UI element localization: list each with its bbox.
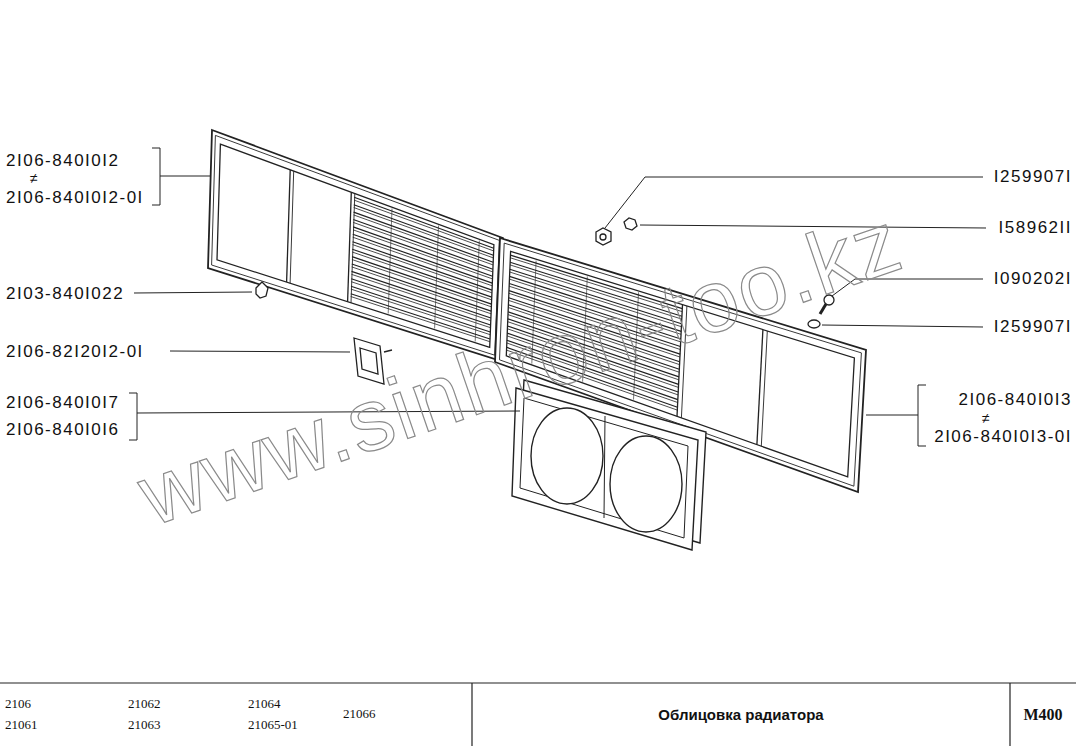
louver-rib: [475, 241, 479, 342]
title-block: [0, 683, 1076, 746]
model-number: 21065-01: [248, 718, 298, 732]
louver-slat: [351, 289, 490, 335]
divider-post: [290, 171, 294, 283]
bracket: [129, 393, 137, 440]
leader-line: [160, 176, 210, 177]
leader-line: [822, 325, 983, 327]
bracket: [152, 148, 160, 205]
model-number: 21061: [5, 718, 38, 732]
interchange-mark: ≠: [30, 171, 38, 186]
part-number: 2I06-840I0I3: [959, 391, 1072, 410]
louver-slat: [351, 286, 490, 332]
watermark: www.sinhron-too.kz: [127, 192, 914, 544]
divider-post: [348, 192, 352, 301]
louver-slat: [352, 260, 491, 307]
part-number: 2I06-82I20I2-0I: [6, 343, 144, 362]
part-number: I259907I: [994, 318, 1072, 337]
leader-line: [134, 292, 252, 293]
emblem-stud: [384, 350, 392, 352]
louver-rib: [388, 209, 392, 314]
leader-line: [605, 177, 983, 228]
table-rule: [0, 682, 1076, 683]
frame-inner: [520, 398, 688, 538]
divider-post: [287, 170, 291, 282]
part-number: 2I06-840I0I2: [6, 152, 119, 171]
table-rule: [471, 683, 472, 746]
model-number: 21063: [128, 718, 161, 732]
nut: [624, 218, 637, 230]
frame-divider: [604, 416, 605, 518]
part-number: 2I06-840I0I6: [6, 421, 119, 440]
louver-rib: [435, 226, 439, 329]
model-number: 21066: [343, 707, 376, 721]
louver-slat: [352, 252, 491, 300]
nut: [596, 228, 611, 245]
interchange-mark: ≠: [982, 411, 990, 426]
part-number: 2I03-840I022: [6, 285, 124, 304]
lamp-opening: [610, 436, 682, 532]
part-number: I259907I: [994, 168, 1072, 187]
frame-opening: [217, 144, 494, 347]
leader-line: [866, 415, 918, 416]
louver-slat: [351, 294, 490, 339]
washer: [808, 320, 820, 328]
divider-post: [761, 331, 767, 446]
louver-slat: [352, 257, 492, 305]
leader-line: [170, 351, 350, 352]
part-number: 2I06-840I0I7: [6, 394, 119, 413]
sheet-title: Облицовка радиатора: [658, 707, 823, 724]
lamp-opening: [531, 408, 603, 504]
louver-slat: [351, 274, 490, 320]
louver-slat: [351, 282, 490, 328]
frame-edge: [212, 135, 500, 355]
louver-slat: [354, 208, 494, 258]
table-rule: [1009, 683, 1010, 746]
bracket: [918, 385, 926, 446]
clip: [256, 282, 268, 298]
grille-frame: [208, 130, 503, 360]
part-number: 2I06-840I0I3-0I: [934, 428, 1072, 447]
part-number: I090202I: [994, 270, 1072, 289]
louver-slat: [352, 271, 491, 318]
part-number: I58962II: [999, 219, 1072, 238]
part-number: 2I06-840I0I2-0I: [6, 189, 144, 208]
louver-slat: [351, 279, 490, 325]
model-number: 2106: [5, 697, 31, 711]
nut-hole: [600, 234, 606, 240]
louver-slat: [352, 267, 491, 314]
louver-slat: [354, 200, 494, 251]
model-number: 21062: [128, 697, 161, 711]
louver-slat: [353, 242, 492, 290]
sheet-number: M400: [1023, 706, 1062, 724]
model-number: 21064: [248, 697, 281, 711]
louver-slat: [352, 249, 491, 297]
